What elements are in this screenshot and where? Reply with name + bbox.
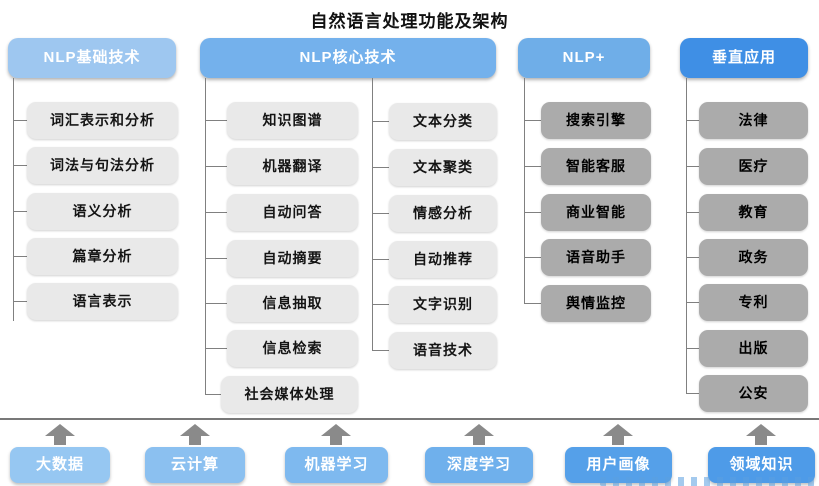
node-box: 情感分析 [389, 195, 497, 232]
page-title: 自然语言处理功能及架构 [310, 12, 509, 31]
connector-tick [524, 120, 541, 121]
node-box: 自动问答 [227, 194, 358, 231]
group-header-nlp-plus: NLP+ [518, 38, 650, 78]
connector-tick [686, 302, 699, 303]
node-box: 自动摘要 [227, 240, 358, 277]
node-box: 专利 [699, 284, 808, 321]
connector-tick [686, 393, 699, 394]
connector-tick [13, 120, 27, 121]
node-box: 出版 [699, 330, 808, 367]
connector-line [372, 78, 373, 350]
connector-tick [13, 301, 27, 302]
up-arrow-icon [321, 424, 351, 445]
group-header-vertical-apps: 垂直应用 [680, 38, 808, 78]
connector-line [686, 78, 687, 393]
connector-tick [205, 303, 227, 304]
node-box: 舆情监控 [541, 285, 651, 322]
watermark-fragment [600, 477, 815, 486]
connector-tick [205, 348, 227, 349]
connector-tick [686, 120, 699, 121]
group-header-nlp-core: NLP核心技术 [200, 38, 496, 78]
node-box: 教育 [699, 194, 808, 231]
connector-tick [686, 212, 699, 213]
connector-tick [524, 303, 541, 304]
node-box: 机器翻译 [227, 148, 358, 185]
node-box: 信息抽取 [227, 285, 358, 322]
node-box: 知识图谱 [227, 102, 358, 139]
node-box: 搜索引擎 [541, 102, 651, 139]
node-box: 商业智能 [541, 194, 651, 231]
node-box: 语义分析 [27, 193, 178, 230]
connector-tick [686, 166, 699, 167]
up-arrow-icon [464, 424, 494, 445]
foundation-box: 机器学习 [285, 447, 388, 483]
up-arrow-icon [45, 424, 75, 445]
foundation-box: 大数据 [10, 447, 110, 483]
connector-tick [372, 350, 389, 351]
connector-tick [372, 121, 389, 122]
node-box: 语音技术 [389, 332, 497, 369]
connector-tick [13, 165, 27, 166]
connector-tick [372, 213, 389, 214]
connector-tick [524, 257, 541, 258]
node-box: 语音助手 [541, 239, 651, 276]
connector-tick [13, 211, 27, 212]
group-header-nlp-basic: NLP基础技术 [8, 38, 176, 78]
connector-tick [524, 212, 541, 213]
connector-tick [524, 166, 541, 167]
node-box: 信息检索 [227, 330, 358, 367]
connector-tick [205, 166, 227, 167]
connector-line [524, 78, 525, 303]
node-box: 医疗 [699, 148, 808, 185]
node-box: 词法与句法分析 [27, 147, 178, 184]
connector-tick [205, 120, 227, 121]
foundation-box: 深度学习 [425, 447, 533, 483]
node-box: 公安 [699, 375, 808, 412]
node-box: 文本聚类 [389, 149, 497, 186]
up-arrow-icon [180, 424, 210, 445]
separator-line [0, 418, 819, 420]
connector-tick [372, 259, 389, 260]
node-box: 篇章分析 [27, 238, 178, 275]
node-box: 词汇表示和分析 [27, 102, 178, 139]
node-box: 文本分类 [389, 103, 497, 140]
node-box: 社会媒体处理 [221, 376, 358, 413]
foundation-box: 云计算 [145, 447, 245, 483]
node-box: 法律 [699, 102, 808, 139]
connector-line [205, 78, 206, 394]
connector-tick [686, 348, 699, 349]
connector-tick [372, 167, 389, 168]
node-box: 文字识别 [389, 286, 497, 323]
connector-tick [372, 304, 389, 305]
node-box: 政务 [699, 239, 808, 276]
connector-tick [13, 256, 27, 257]
up-arrow-icon [603, 424, 633, 445]
node-box: 语言表示 [27, 283, 178, 320]
node-box: 智能客服 [541, 148, 651, 185]
connector-line [13, 78, 14, 321]
connector-tick [205, 212, 227, 213]
connector-tick [205, 394, 221, 395]
connector-tick [205, 258, 227, 259]
connector-tick [686, 257, 699, 258]
up-arrow-icon [746, 424, 776, 445]
node-box: 自动推荐 [389, 241, 497, 278]
